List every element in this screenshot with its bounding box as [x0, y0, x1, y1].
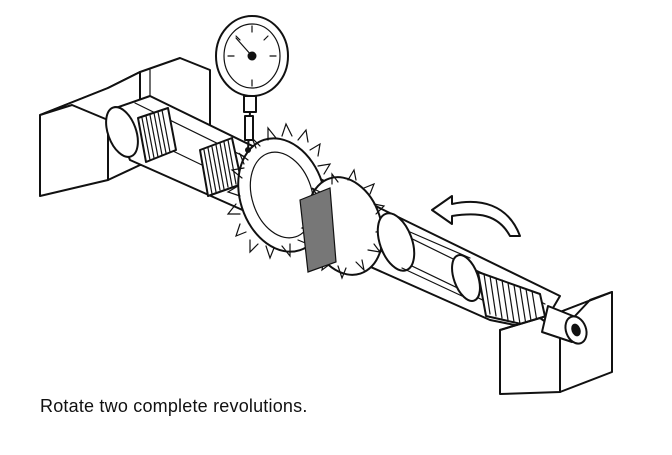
caption: Rotate two complete revolutions.: [40, 396, 308, 416]
shaft-collar: [376, 212, 481, 302]
dial-indicator: [215, 15, 289, 153]
small-helical-gear: [299, 168, 390, 280]
rotation-arrow-icon: [431, 195, 521, 237]
shaft-end: [541, 305, 588, 345]
left-spline: [137, 107, 177, 163]
middle-spline: [199, 137, 243, 197]
